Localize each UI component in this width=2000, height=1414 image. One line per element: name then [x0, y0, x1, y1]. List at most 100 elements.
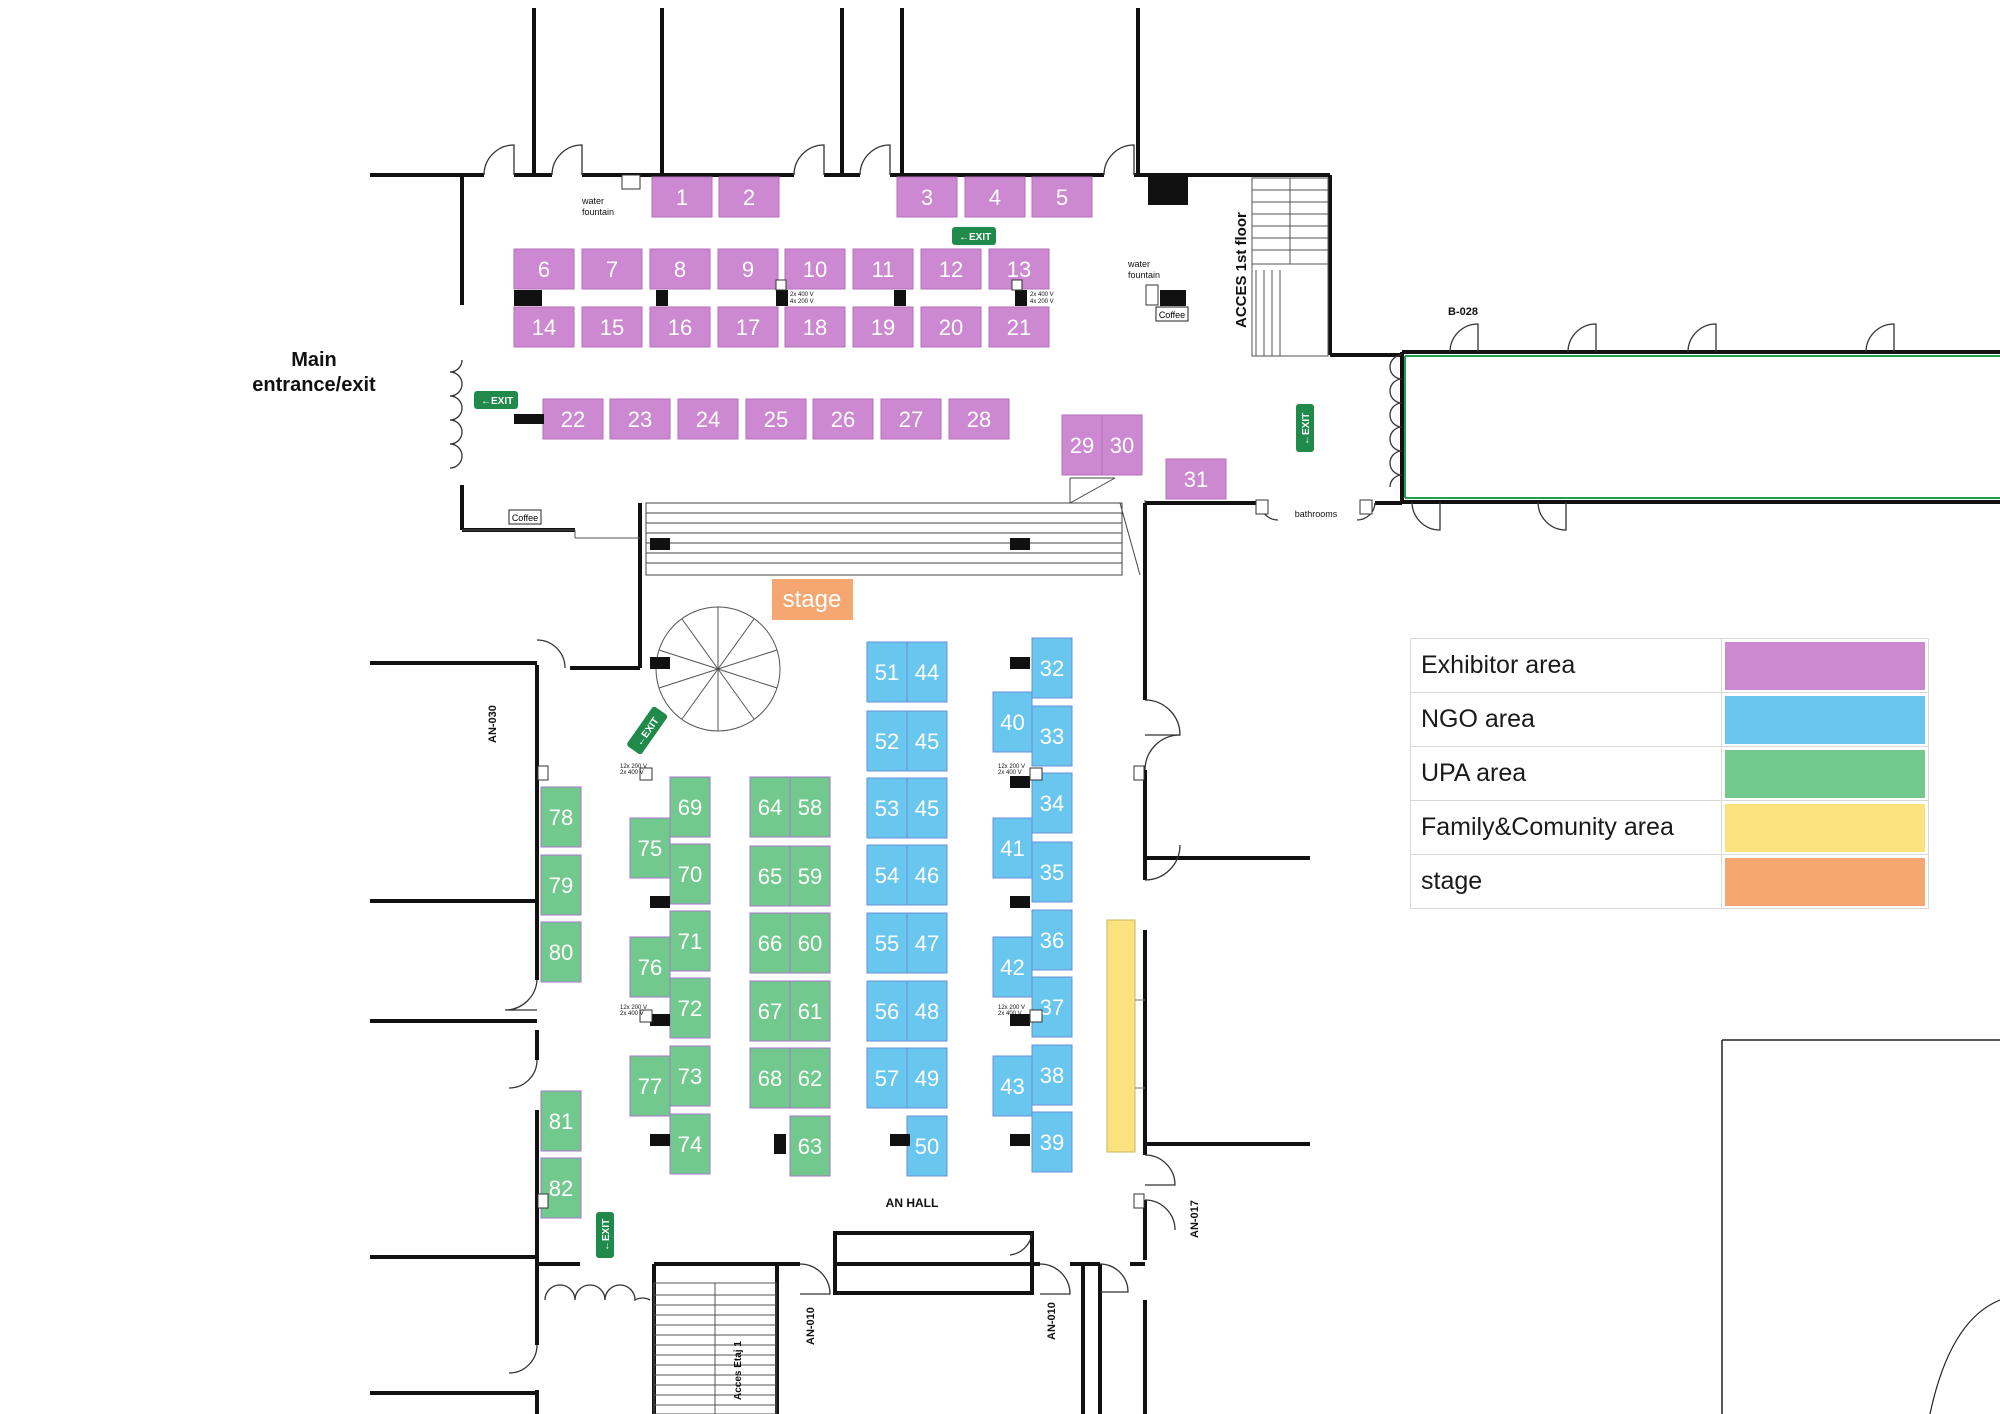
booth-17[interactable]: 17 [717, 306, 779, 348]
booth-2[interactable]: 2 [718, 176, 780, 218]
stage-label: stage [783, 586, 842, 613]
booth-34[interactable]: 34 [1031, 772, 1073, 834]
booth-52[interactable]: 52 [866, 710, 908, 772]
booth-19[interactable]: 19 [852, 306, 914, 348]
booth-20[interactable]: 20 [920, 306, 982, 348]
booth-21[interactable]: 21 [988, 306, 1050, 348]
booth-74[interactable]: 74 [669, 1113, 711, 1175]
booth-51[interactable]: 51 [866, 641, 908, 703]
booth-33[interactable]: 33 [1031, 705, 1073, 767]
booth-41[interactable]: 41 [992, 817, 1033, 879]
booth-72[interactable]: 72 [669, 977, 711, 1039]
booth-7[interactable]: 7 [581, 248, 643, 290]
booth-29[interactable]: 29 [1061, 414, 1103, 476]
booth-27[interactable]: 27 [880, 398, 942, 440]
booth-label: 55 [875, 931, 899, 956]
booth-56[interactable]: 56 [866, 980, 908, 1042]
booth-53[interactable]: 53 [866, 777, 908, 839]
booth-45[interactable]: 45 [906, 777, 948, 839]
booth-47[interactable]: 47 [906, 912, 948, 974]
booth-75[interactable]: 75 [629, 817, 671, 879]
booth-12[interactable]: 12 [920, 248, 982, 290]
booth-57[interactable]: 57 [866, 1047, 908, 1109]
booth-40[interactable]: 40 [992, 691, 1033, 753]
room-an010a-label: AN-010 [805, 1307, 817, 1345]
booth-60[interactable]: 60 [789, 912, 831, 974]
booth-36[interactable]: 36 [1031, 909, 1073, 971]
booth-69[interactable]: 69 [669, 776, 711, 838]
booth-3[interactable]: 3 [896, 176, 958, 218]
booth-label: 28 [967, 407, 991, 432]
booth-14[interactable]: 14 [513, 306, 575, 348]
booth-68[interactable]: 68 [749, 1047, 791, 1109]
booth-label: 30 [1110, 433, 1134, 458]
booth-44[interactable]: 44 [906, 641, 948, 703]
booth-79[interactable]: 79 [540, 854, 582, 916]
booth-16[interactable]: 16 [649, 306, 711, 348]
booth-label: 11 [872, 257, 895, 282]
svg-text:EXIT: EXIT [1301, 413, 1312, 435]
booth-77[interactable]: 77 [629, 1055, 671, 1117]
power-label-a4: 4x 200 V [1030, 299, 1054, 305]
booth-80[interactable]: 80 [540, 921, 582, 983]
booth-label: 58 [798, 795, 822, 820]
booth-66[interactable]: 66 [749, 912, 791, 974]
booth-8[interactable]: 8 [649, 248, 711, 290]
booth-64[interactable]: 64 [749, 776, 791, 838]
booth-1[interactable]: 1 [651, 176, 713, 218]
booth-63[interactable]: 63 [789, 1115, 831, 1177]
booth-55[interactable]: 55 [866, 912, 908, 974]
booth-71[interactable]: 71 [669, 910, 711, 972]
booth-49[interactable]: 49 [906, 1047, 948, 1109]
booth-31[interactable]: 31 [1165, 458, 1227, 500]
booth-82[interactable]: 82 [540, 1157, 582, 1219]
booth-label: 56 [875, 999, 899, 1024]
booth-9[interactable]: 9 [717, 248, 779, 290]
booth-73[interactable]: 73 [669, 1045, 711, 1107]
booth-54[interactable]: 54 [866, 844, 908, 906]
booth-4[interactable]: 4 [964, 176, 1026, 218]
booth-78[interactable]: 78 [540, 786, 582, 848]
booth-label: 46 [915, 863, 939, 888]
booth-39[interactable]: 39 [1031, 1111, 1073, 1173]
booth-26[interactable]: 26 [812, 398, 874, 440]
booth-23[interactable]: 23 [609, 398, 671, 440]
power-label-b4: 2x 400 V [620, 1011, 644, 1017]
booth-50[interactable]: 50 [906, 1115, 948, 1177]
booth-35[interactable]: 35 [1031, 841, 1073, 903]
booth-6[interactable]: 6 [513, 248, 575, 290]
booth-43[interactable]: 43 [992, 1055, 1033, 1117]
booth-10[interactable]: 10 [784, 248, 846, 290]
booth-37[interactable]: 37 [1031, 976, 1073, 1038]
booth-18[interactable]: 18 [784, 306, 846, 348]
booth-65[interactable]: 65 [749, 845, 791, 907]
booth-28[interactable]: 28 [948, 398, 1010, 440]
booth-62[interactable]: 62 [789, 1047, 831, 1109]
booth-22[interactable]: 22 [542, 398, 604, 440]
power-label-b7: 12x 200 V [998, 1005, 1025, 1011]
booth-42[interactable]: 42 [992, 936, 1033, 998]
booth-38[interactable]: 38 [1031, 1044, 1073, 1106]
booth-70[interactable]: 70 [669, 843, 711, 905]
booth-24[interactable]: 24 [677, 398, 739, 440]
booth-30[interactable]: 30 [1101, 414, 1143, 476]
legend-swatch [1721, 746, 1929, 801]
booth-76[interactable]: 76 [629, 936, 671, 998]
booth-58[interactable]: 58 [789, 776, 831, 838]
booth-81[interactable]: 81 [540, 1090, 582, 1152]
doors [449, 144, 1895, 1374]
booth-25[interactable]: 25 [745, 398, 807, 440]
booth-5[interactable]: 5 [1031, 176, 1093, 218]
booth-label: 60 [798, 931, 822, 956]
legend-swatch [1721, 692, 1929, 747]
room-an010b-label: AN-010 [1046, 1302, 1058, 1340]
booth-46[interactable]: 46 [906, 844, 948, 906]
booth-67[interactable]: 67 [749, 980, 791, 1042]
booth-32[interactable]: 32 [1031, 637, 1073, 699]
booth-48[interactable]: 48 [906, 980, 948, 1042]
booth-45[interactable]: 45 [906, 710, 948, 772]
booth-15[interactable]: 15 [581, 306, 643, 348]
booth-11[interactable]: 11 [852, 248, 914, 290]
booth-61[interactable]: 61 [789, 980, 831, 1042]
booth-59[interactable]: 59 [789, 845, 831, 907]
